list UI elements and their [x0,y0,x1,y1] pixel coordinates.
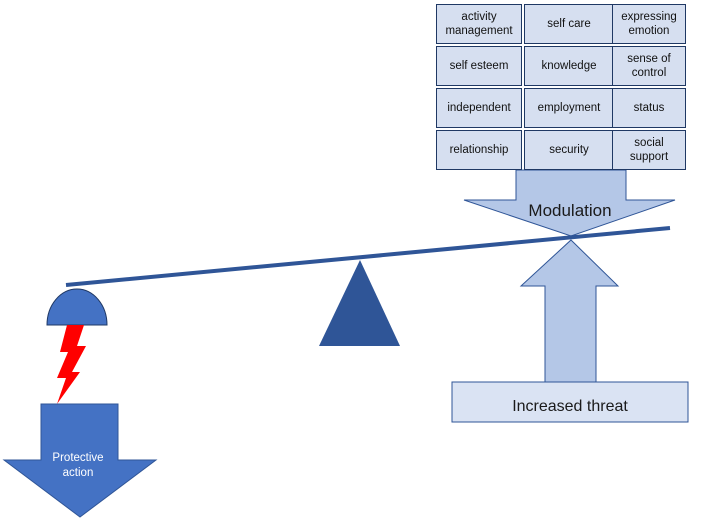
factor-cell: social support [612,130,686,170]
lightning-bolt-icon [57,325,86,404]
factor-cell: knowledge [524,46,614,86]
increased-threat-label: Increased threat [512,398,628,415]
factor-cell: sense of control [612,46,686,86]
increased-threat-box [451,381,689,423]
increased-threat-arrow [519,239,620,383]
dome-sensor [46,288,108,326]
modulation-label: Modulation [528,201,612,220]
protective-action-label: Protective action [52,452,104,479]
factor-cell: expressing emotion [612,4,686,44]
factor-cell: security [524,130,614,170]
factor-cell: independent [436,88,522,128]
balance-beam [65,226,671,287]
fulcrum-triangle [319,260,400,346]
factor-cell: self care [524,4,614,44]
modulation-arrow [463,169,676,237]
factor-cell: relationship [436,130,522,170]
factor-cell: employment [524,88,614,128]
factor-cell: activity management [436,4,522,44]
factor-cell: self esteem [436,46,522,86]
protective-action-arrow [2,403,158,518]
factor-cell: status [612,88,686,128]
